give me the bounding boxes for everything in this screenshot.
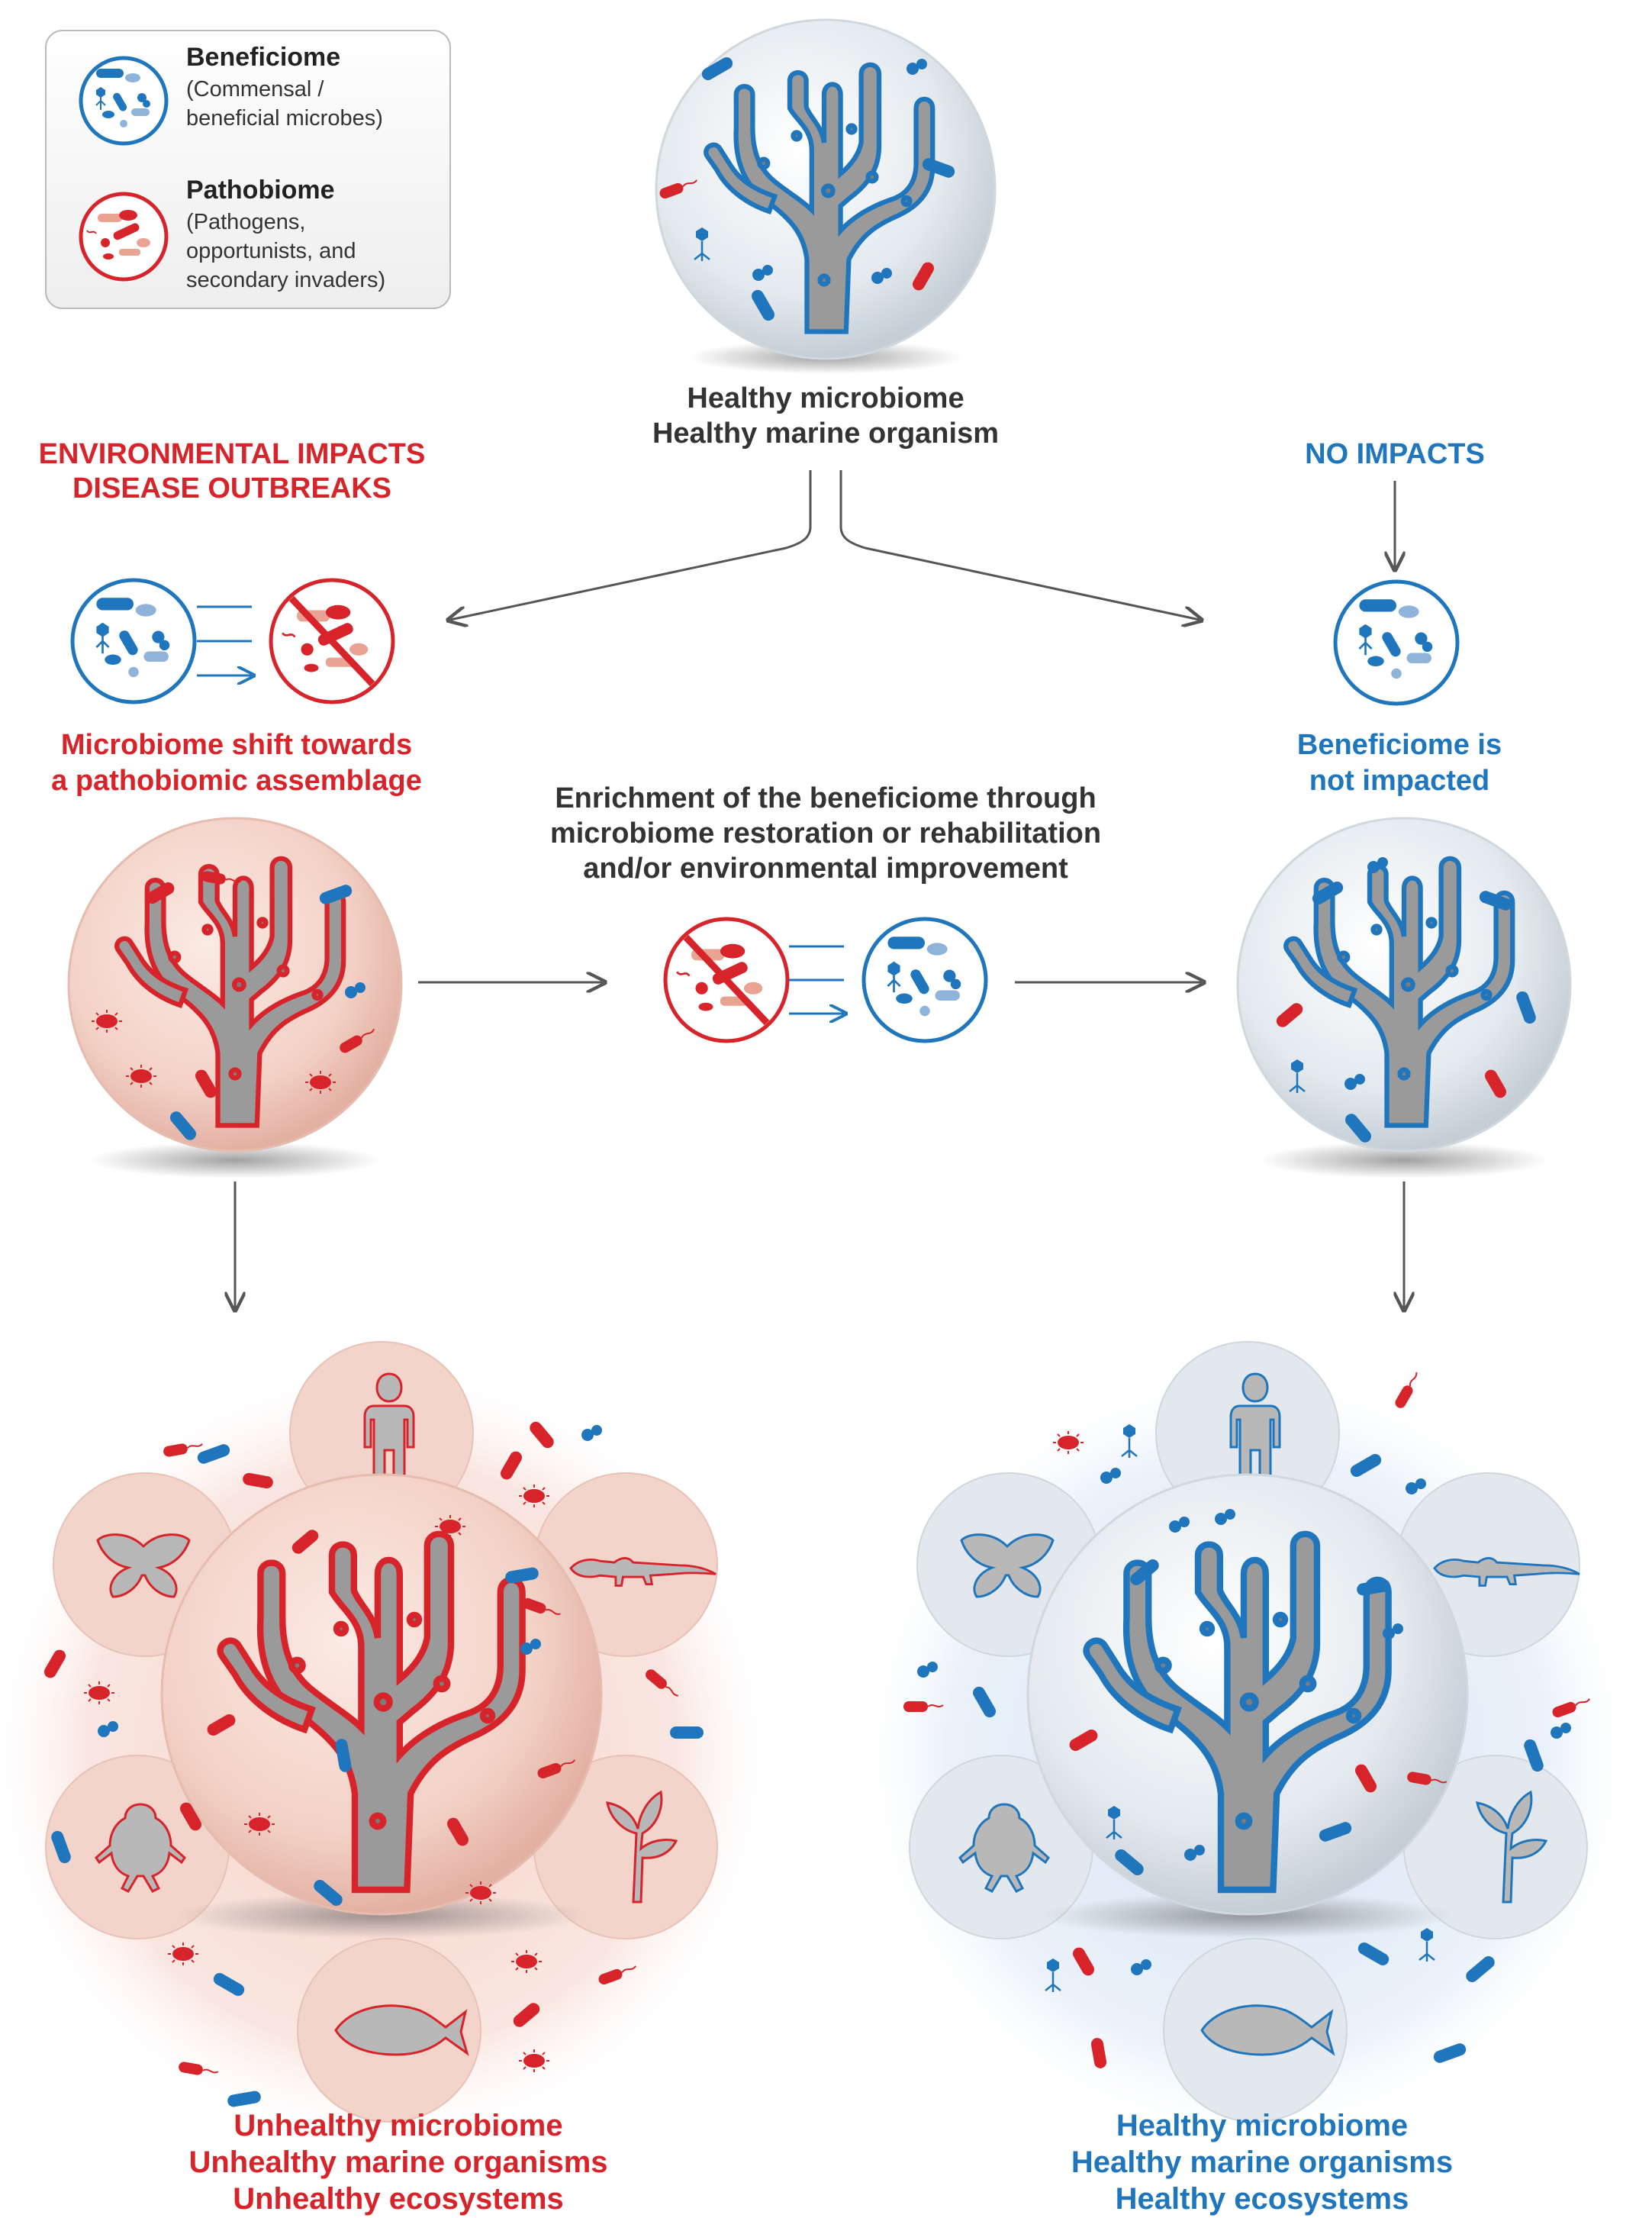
bottom-left-line1: Unhealthy microbiome — [233, 2109, 562, 2142]
legend-pathobiome-desc-1: (Pathogens, — [186, 210, 305, 234]
middle-left-red-sphere — [67, 817, 403, 1178]
bottom-left-line2: Unhealthy marine organisms — [188, 2145, 607, 2179]
arrow-to-no-impacts — [839, 470, 1200, 620]
right-shift-line1: Beneficiome is — [1297, 729, 1502, 761]
legend-pathobiome-desc-2: opportunists, and — [186, 239, 356, 263]
right-shift-icon — [1333, 579, 1460, 706]
legend-pathobiome-desc-3: secondary invaders) — [186, 268, 385, 292]
top-healthy-sphere — [655, 18, 997, 374]
top-label-line1: Healthy microbiome — [687, 382, 964, 414]
center-text-line3: and/or environmental improvement — [583, 853, 1068, 885]
right-shift-line2: not impacted — [1309, 765, 1489, 797]
bottom-left-unhealthy-cluster — [0, 1341, 778, 2152]
bottom-right-line3: Healthy ecosystems — [1116, 2182, 1409, 2216]
middle-right-blue-sphere — [1236, 817, 1572, 1178]
center-text-line2: microbiome restoration or rehabilitation — [550, 817, 1101, 849]
bottom-right-healthy-cluster — [851, 1341, 1644, 2152]
top-label-line2: Healthy marine organism — [652, 417, 999, 450]
bottom-right-line1: Healthy microbiome — [1116, 2109, 1408, 2142]
left-shift-icons — [70, 578, 395, 704]
legend-box: Beneficiome (Commensal / beneficial micr… — [45, 30, 451, 309]
legend-beneficiome-desc-2: beneficial microbes) — [186, 106, 383, 131]
left-header-line2: DISEASE OUTBREAKS — [72, 472, 391, 505]
bottom-left-line3: Unhealthy ecosystems — [233, 2182, 564, 2216]
left-shift-line1: Microbiome shift towards — [61, 729, 412, 761]
center-restoration-icons — [663, 917, 988, 1043]
left-shift-line2: a pathobiomic assemblage — [51, 765, 422, 797]
right-header-line1: NO IMPACTS — [1305, 438, 1485, 470]
center-text-line1: Enrichment of the beneficiome through — [555, 782, 1096, 814]
legend-pathobiome-title: Pathobiome — [186, 176, 335, 205]
left-header-line1: ENVIRONMENTAL IMPACTS — [39, 438, 426, 470]
arrow-to-impacts — [450, 470, 812, 620]
legend-beneficiome-title: Beneficiome — [186, 43, 340, 72]
legend-beneficiome-desc-1: (Commensal / — [186, 77, 324, 102]
bottom-right-line2: Healthy marine organisms — [1071, 2145, 1453, 2179]
